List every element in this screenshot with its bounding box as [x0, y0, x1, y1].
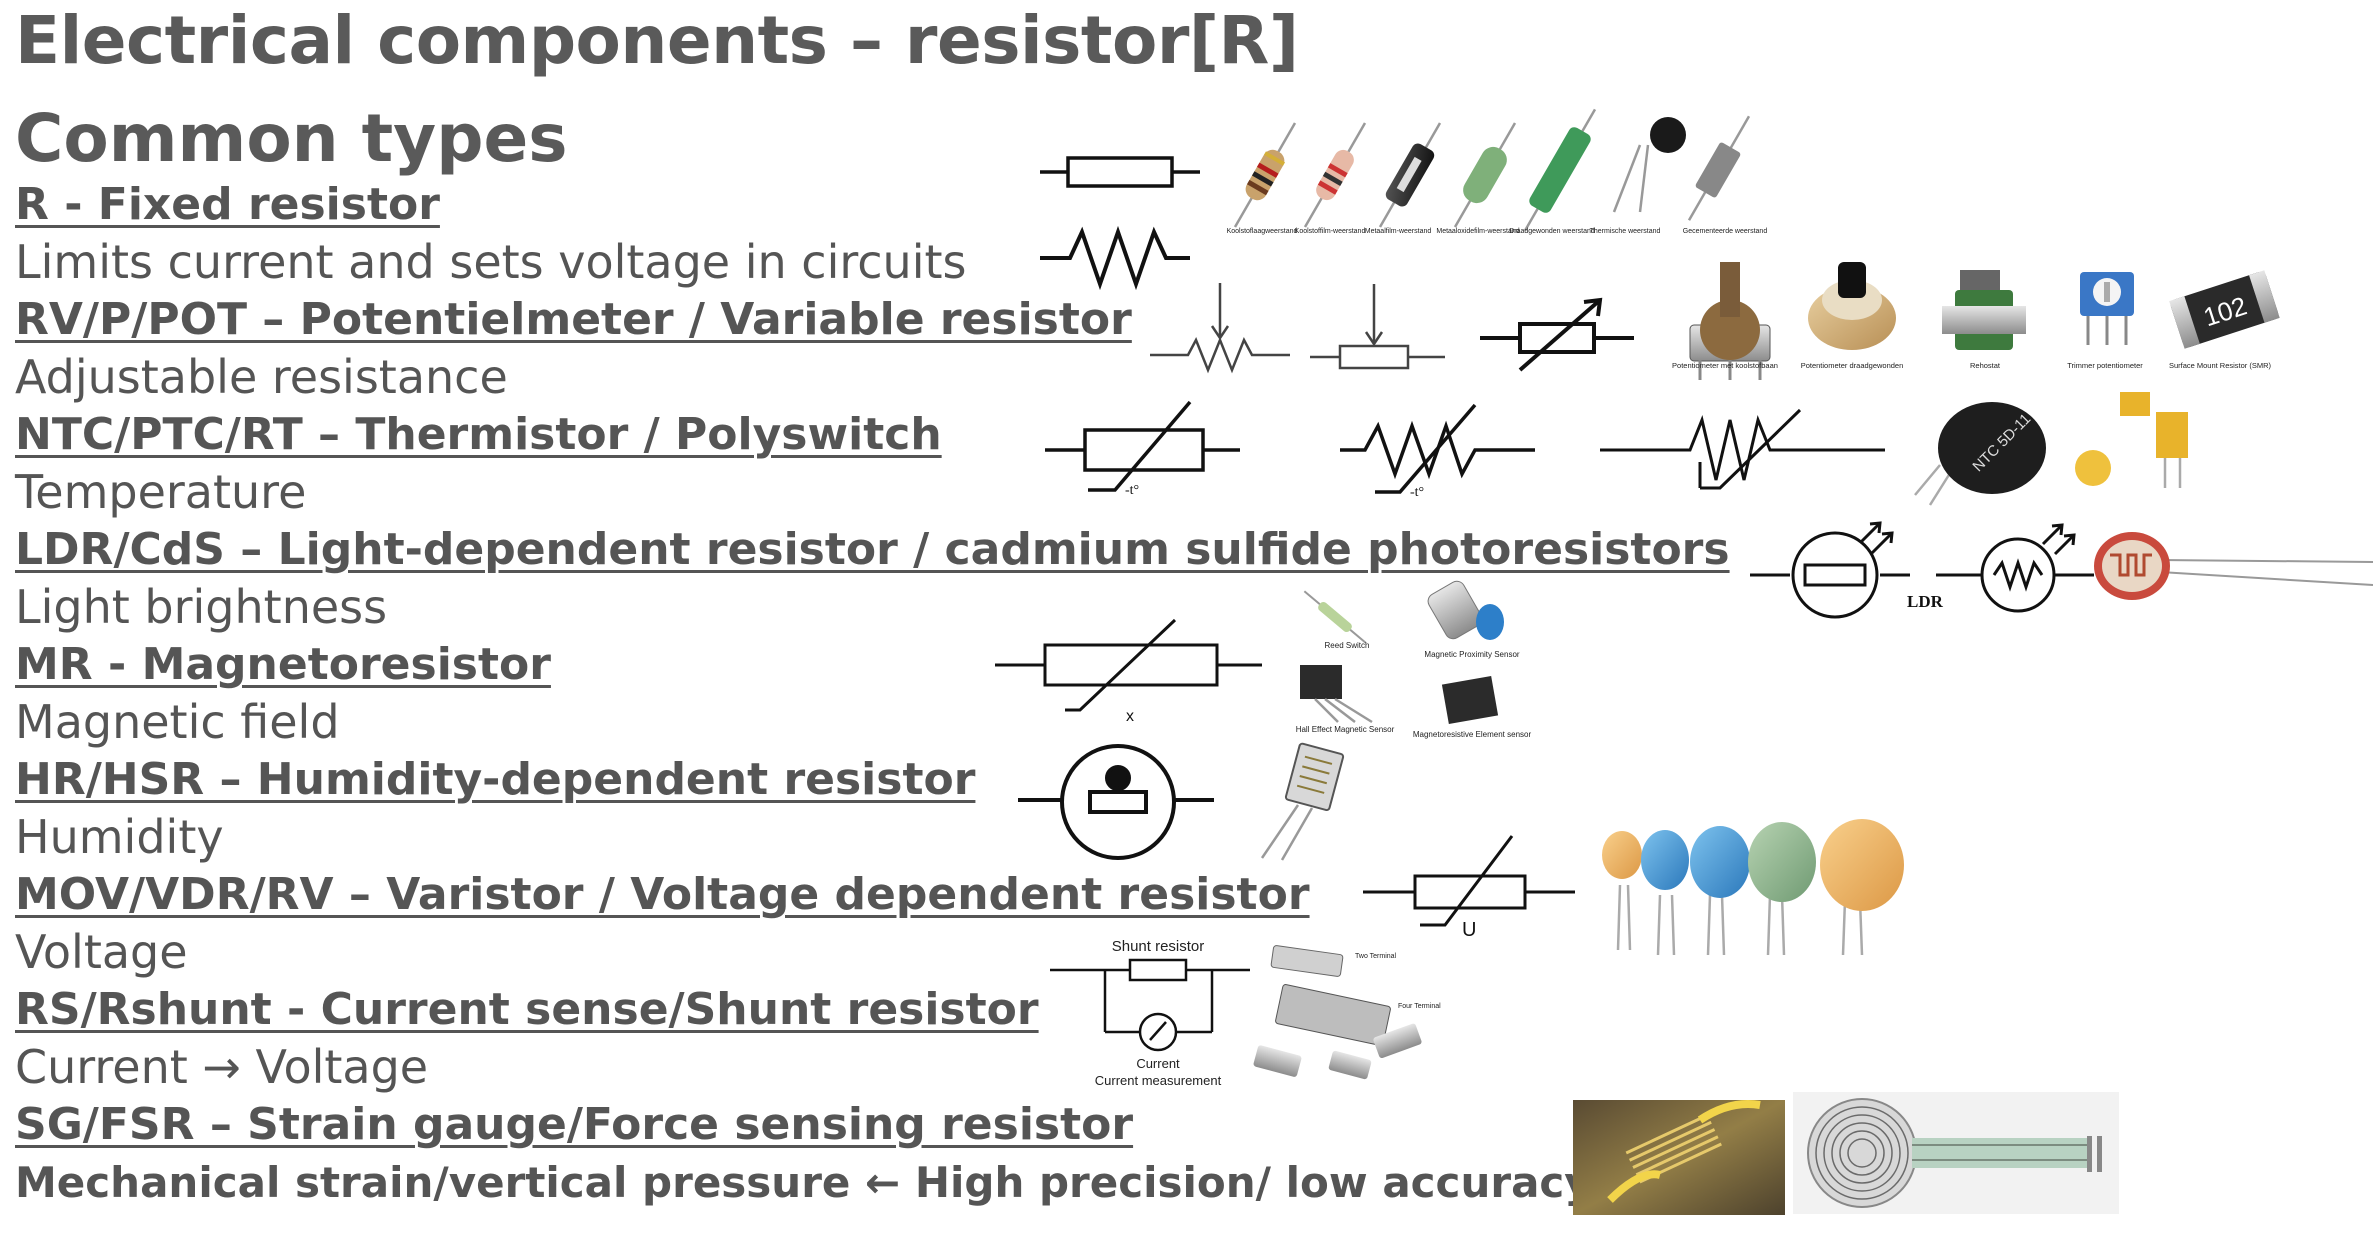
type-desc-varistor: Voltage: [15, 924, 188, 979]
type-name-humidity: HR/HSR – Humidity-dependent resistor: [15, 754, 976, 805]
type-name-magnetoresistor: MR - Magnetoresistor: [15, 639, 551, 690]
type-name-fixed: R - Fixed resistor: [15, 179, 440, 230]
svg-text:Potentiometer draadgewonden: Potentiometer draadgewonden: [1801, 361, 1904, 370]
page-title: Electrical components – resistor[R]: [15, 2, 1299, 79]
type-desc-magnetoresistor: Magnetic field: [15, 694, 340, 749]
ntc-label: NTC 5D-11: [1969, 410, 2034, 475]
type-name-thermistor: NTC/PTC/RT – Thermistor / Polyswitch: [15, 409, 942, 460]
ldr-photo: [2094, 532, 2373, 600]
svg-text:Surface Mount Resistor (SMR): Surface Mount Resistor (SMR): [2169, 361, 2272, 370]
type-name-varistor: MOV/VDR/RV – Varistor / Voltage dependen…: [15, 869, 1310, 920]
type-desc-ldr: Light brightness: [15, 579, 388, 634]
ldr-caption: LDR: [1907, 592, 1944, 611]
potentiometer-photos: 102: [1689, 262, 2280, 380]
type-desc-potentiometer: Adjustable resistance: [15, 349, 508, 404]
type-desc-shunt: Current → Voltage: [15, 1039, 429, 1094]
ldr-symbol-zigzag: [1936, 523, 2094, 613]
type-name-shunt: RS/Rshunt - Current sense/Shunt resistor: [15, 984, 1039, 1035]
svg-text:Trimmer potentiometer: Trimmer potentiometer: [2067, 361, 2143, 370]
type-name-potentiometer: RV/P/POT – Potentielmeter / Variable res…: [15, 294, 1132, 345]
resistor-type-list: R - Fixed resistor Limits current and se…: [15, 176, 1730, 1211]
svg-text:Rehostat: Rehostat: [1970, 361, 2001, 370]
smd-code-text: 102: [2200, 290, 2251, 332]
type-desc-thermistor: Temperature: [15, 464, 307, 519]
ldr-symbol-box: [1750, 521, 1910, 619]
force-sensing-resistor-photo: [1793, 1092, 2119, 1214]
type-desc-fixed: Limits current and sets voltage in circu…: [15, 234, 967, 289]
thermistor-photos: NTC 5D-11: [1914, 392, 2188, 506]
type-desc-strain-gauge: Mechanical strain/vertical pressure ← Hi…: [15, 1157, 1592, 1207]
type-name-strain-gauge: SG/FSR – Strain gauge/Force sensing resi…: [15, 1099, 1134, 1150]
type-desc-humidity: Humidity: [15, 809, 224, 864]
potentiometer-captions: Potentiometer met koolstofbaan Potentiom…: [1672, 361, 2272, 370]
section-subtitle: Common types: [15, 100, 568, 177]
type-name-ldr: LDR/CdS – Light-dependent resistor / cad…: [15, 524, 1730, 575]
